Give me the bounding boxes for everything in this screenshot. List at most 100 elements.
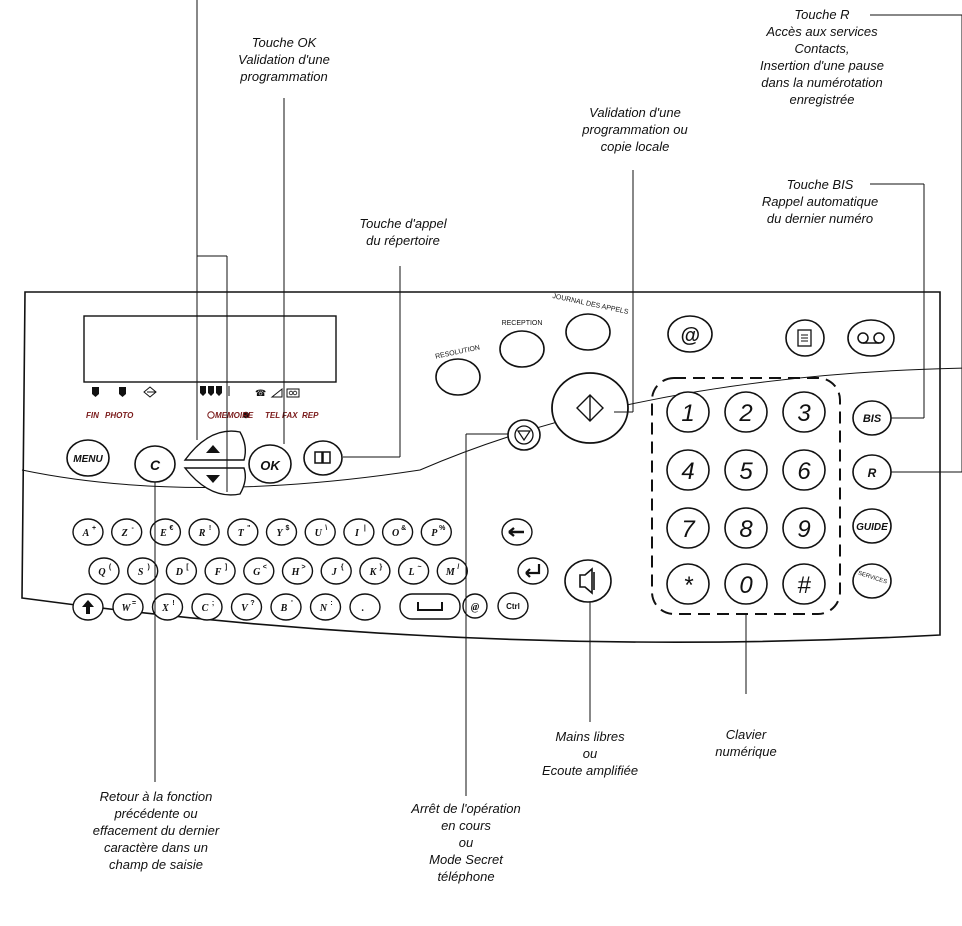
alpha-key-letter: M xyxy=(445,567,456,578)
ok-button[interactable]: OK xyxy=(248,444,292,484)
space-key[interactable] xyxy=(399,593,461,620)
down-arrow-icon xyxy=(206,475,220,483)
alpha-key[interactable]: V? xyxy=(230,593,263,621)
answering-machine-button[interactable] xyxy=(847,319,895,357)
tape-icon xyxy=(857,332,885,344)
alpha-key-symbol: \ xyxy=(325,525,327,532)
alpha-key[interactable]: E€ xyxy=(149,518,182,546)
document-button[interactable] xyxy=(785,319,825,357)
start-button[interactable] xyxy=(551,372,629,444)
alpha-key[interactable]: F] xyxy=(204,557,236,585)
numpad-key[interactable]: 5 xyxy=(724,449,768,491)
numpad-key[interactable]: 8 xyxy=(724,507,768,549)
resolution-button[interactable]: RESOLUTION xyxy=(435,344,481,396)
guide-button[interactable]: GUIDE xyxy=(852,508,892,544)
alpha-key[interactable]: L~ xyxy=(397,557,430,585)
alpha-key-letter: H xyxy=(291,567,301,578)
alpha-key[interactable]: C; xyxy=(191,593,223,621)
alpha-key[interactable]: I| xyxy=(343,518,375,546)
alpha-key-symbol: + xyxy=(92,525,96,532)
alpha-key[interactable]: M/ xyxy=(436,557,468,585)
numpad-key[interactable]: # xyxy=(782,563,826,605)
enter-key[interactable] xyxy=(517,557,549,585)
svg-text:@: @ xyxy=(471,602,480,613)
alpha-key[interactable]: R! xyxy=(188,518,220,546)
alpha-key[interactable]: H> xyxy=(281,557,314,585)
numpad-key-label: 7 xyxy=(681,516,696,543)
alpha-key[interactable]: G< xyxy=(243,557,275,585)
svg-text:☎: ☎ xyxy=(255,388,266,398)
ctrl-key[interactable]: Ctrl xyxy=(497,592,529,620)
alpha-key[interactable]: B' xyxy=(270,593,302,621)
alpha-key-symbol: ? xyxy=(250,600,254,607)
alpha-key[interactable]: . xyxy=(349,593,381,621)
alpha-key[interactable]: Y$ xyxy=(265,518,298,546)
alpha-key[interactable]: J{ xyxy=(320,557,352,585)
alpha-key[interactable]: A+ xyxy=(72,518,104,546)
panel-curve xyxy=(21,367,962,488)
alpha-key[interactable]: W= xyxy=(112,593,144,621)
shift-arrow-icon xyxy=(82,600,94,614)
alpha-key-symbol: { xyxy=(341,564,344,571)
numpad-key[interactable]: 2 xyxy=(724,391,768,433)
r-button[interactable]: R xyxy=(852,454,892,490)
alpha-key[interactable]: U\ xyxy=(304,518,336,546)
reception-button[interactable]: RECEPTION xyxy=(499,320,545,368)
speaker-button[interactable] xyxy=(564,559,612,603)
alpha-key[interactable]: K} xyxy=(359,557,391,585)
alpha-key-letter: E xyxy=(159,528,167,539)
alpha-key[interactable]: O& xyxy=(381,518,414,546)
svg-text:RECEPTION: RECEPTION xyxy=(502,320,543,327)
backspace-key[interactable] xyxy=(501,518,533,546)
numpad-key[interactable]: 9 xyxy=(782,507,826,549)
alpha-key-symbol: & xyxy=(401,525,406,532)
alpha-key-symbol: } xyxy=(380,564,383,571)
lcd-screen xyxy=(83,315,337,383)
numpad-key[interactable]: 0 xyxy=(724,563,768,605)
svg-text:MENU: MENU xyxy=(73,454,103,465)
space-bar-icon xyxy=(417,602,443,611)
numpad-key[interactable]: 7 xyxy=(666,507,710,549)
alpha-key-symbol: ( xyxy=(109,564,112,571)
alpha-key[interactable]: N: xyxy=(309,593,342,621)
alpha-key-symbol: - xyxy=(132,525,135,532)
stop-button[interactable] xyxy=(507,419,541,451)
alpha-key-letter: V xyxy=(241,603,249,614)
numpad-key[interactable]: * xyxy=(666,563,710,605)
alpha-key[interactable]: T" xyxy=(227,518,259,546)
journal-button[interactable]: JOURNAL DES APPELS xyxy=(552,293,630,351)
numpad-key[interactable]: 4 xyxy=(666,449,710,491)
at-button[interactable]: @ xyxy=(667,315,713,353)
alpha-key-letter: G xyxy=(253,567,261,578)
speaker-icon xyxy=(579,567,595,595)
svg-text:JOURNAL DES APPELS: JOURNAL DES APPELS xyxy=(552,293,630,316)
alpha-key-letter: B xyxy=(280,603,288,614)
numpad-key-label: 5 xyxy=(739,458,753,485)
alpha-key[interactable]: D[ xyxy=(165,557,198,585)
up-arrow-icon xyxy=(206,445,220,453)
services-button[interactable]: SERVICES xyxy=(852,563,892,599)
directory-button[interactable] xyxy=(303,440,343,476)
lcd-label-fax: FAX xyxy=(282,411,298,420)
numpad-key[interactable]: 3 xyxy=(782,391,826,433)
alpha-key-letter: R xyxy=(198,528,206,539)
menu-button[interactable]: MENU xyxy=(66,439,110,477)
at-symbol-key[interactable]: @ xyxy=(462,593,488,619)
alpha-key-letter: O xyxy=(392,528,399,539)
numpad-key[interactable]: 1 xyxy=(666,391,710,433)
alpha-key[interactable]: Z- xyxy=(110,518,143,546)
c-button[interactable]: C xyxy=(134,445,176,483)
alpha-key[interactable]: Q( xyxy=(88,557,120,585)
numpad-key[interactable]: 6 xyxy=(782,449,826,491)
navigation-arrows[interactable] xyxy=(183,430,247,496)
alpha-key[interactable]: X! xyxy=(151,593,184,621)
shift-key[interactable] xyxy=(72,593,104,621)
bis-button[interactable]: BIS xyxy=(852,400,892,436)
svg-text:OK: OK xyxy=(260,458,281,473)
alpha-key[interactable]: P% xyxy=(420,518,452,546)
alpha-key[interactable]: S) xyxy=(126,557,159,585)
